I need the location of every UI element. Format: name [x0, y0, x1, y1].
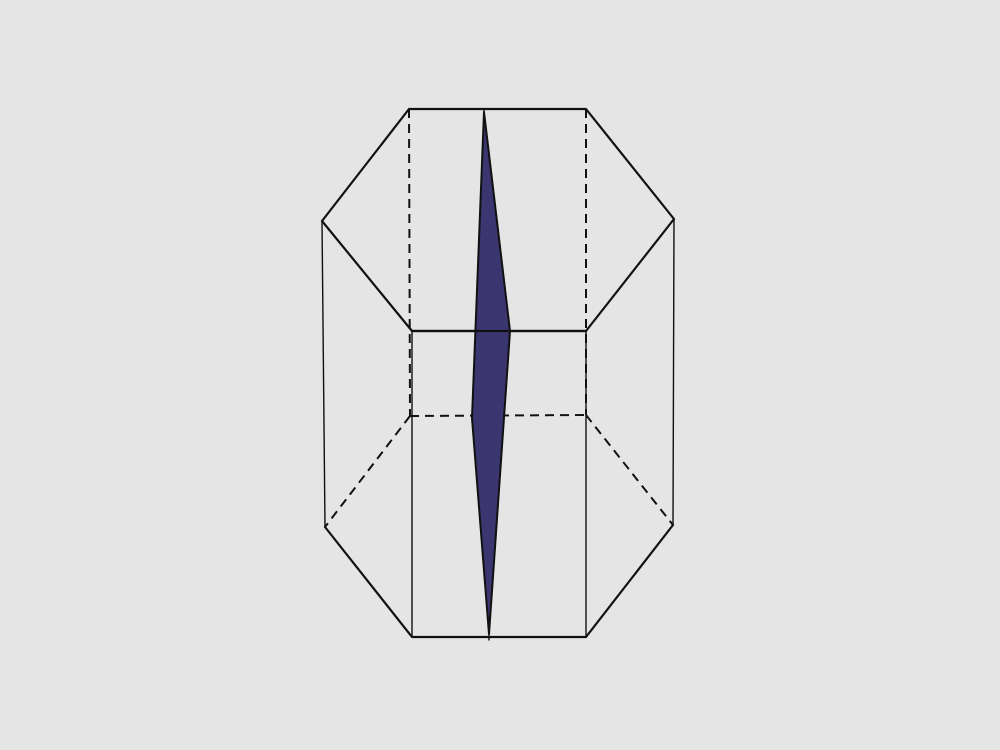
hidden-edge-bottom-back-right: [585, 414, 674, 526]
hidden-bottom-edges: [324, 414, 674, 528]
lateral-edges: [321, 218, 675, 638]
bottom-face: [323, 523, 675, 639]
lateral-edge-right: [672, 218, 675, 526]
hidden-edge-bottom-back-left: [324, 415, 411, 528]
bottom-face-solid-edges: [323, 523, 675, 639]
lateral-edge-left: [321, 220, 326, 528]
hidden-edge-back-left: [408, 108, 411, 417]
